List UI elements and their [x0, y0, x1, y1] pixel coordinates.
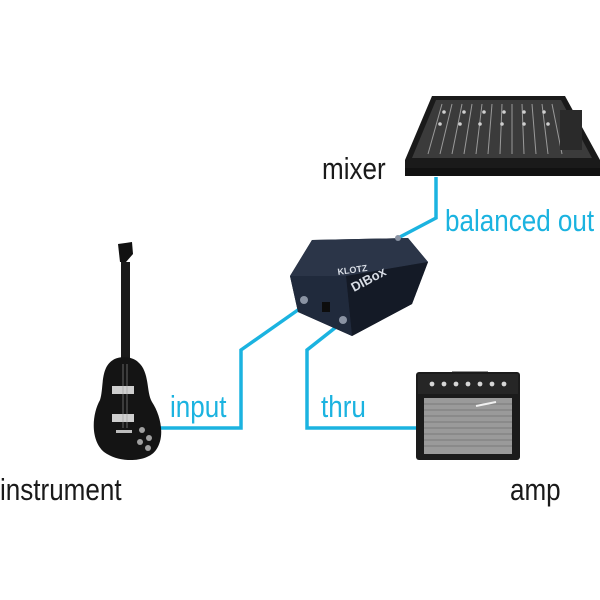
instrument-label: instrument: [0, 472, 122, 507]
mixer-label: mixer: [322, 151, 386, 186]
guitar-image: [93, 242, 162, 461]
cable-thru-to-amp: [305, 318, 416, 430]
mixer-image: [405, 96, 600, 176]
balanced-out-label: balanced out: [445, 203, 595, 238]
dibox-image: KLOTZ DIBox: [290, 235, 428, 336]
amp-label: amp: [510, 472, 561, 507]
amp-image: [416, 371, 520, 460]
device-brand: KLOTZ: [337, 263, 369, 277]
cables: [150, 177, 438, 430]
input-label: input: [170, 389, 227, 424]
thru-label: thru: [321, 389, 366, 424]
cable-instrument-to-input: [150, 303, 307, 430]
cable-balanced-out-to-mixer: [397, 177, 438, 240]
